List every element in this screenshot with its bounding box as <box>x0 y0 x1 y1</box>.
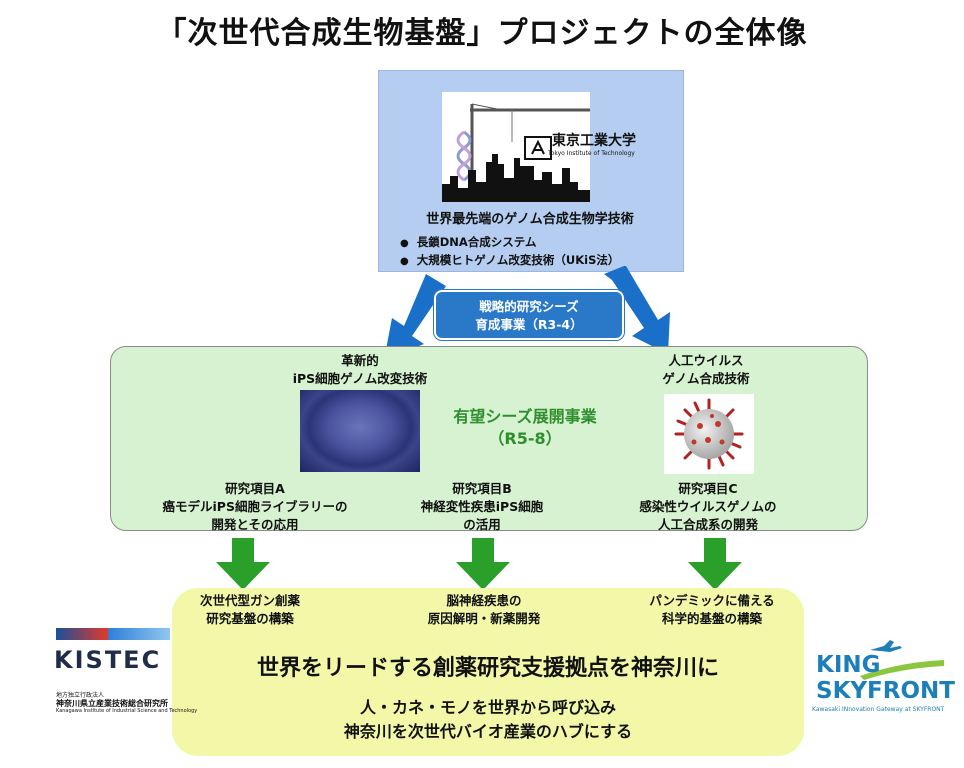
kistec-org-name: 神奈川県立産業技術総合研究所 <box>56 699 168 708</box>
strategic-line1: 戦略的研究シーズ <box>479 299 579 314</box>
kistec-logo-bar <box>56 628 108 640</box>
tokyo-tech-name: 東京工業大学 <box>552 133 636 149</box>
strategic-line2: 育成事業（R3-4） <box>475 317 583 332</box>
bullet-dot-icon: ● <box>400 238 409 249</box>
kistec-logo-bar-right <box>108 628 170 640</box>
bullet-ukis: ●大規模ヒトゲノム改変技術（UKiS法） <box>400 253 620 267</box>
tokyo-tech-name-en: Tokyo Institute of Technology <box>548 150 635 157</box>
virus-heading: 人工ウイルス ゲノム合成技術 <box>662 353 750 386</box>
promising-seeds-title: 有望シーズ展開事業 （R5-8） <box>453 407 597 448</box>
tokyo-tech-emblem-icon <box>524 136 552 160</box>
skyfront-logo-king: KING <box>816 652 881 678</box>
main-slogan: 世界をリードする創薬研究支援拠点を神奈川に <box>256 656 719 681</box>
crane-skyline-icon <box>442 103 590 202</box>
bullet-long-dna: ●長鎖DNA合成システム <box>400 235 537 249</box>
kistec-org-type: 地方独立行政法人 <box>56 692 105 699</box>
tokyo-tech-logo-image <box>442 92 590 202</box>
outcome-pandemic: パンデミックに備える 科学的基盤の構築 <box>649 593 775 626</box>
blue-arrow-left <box>384 274 446 360</box>
blue-arrow-right <box>604 266 670 354</box>
blue-arrows <box>384 266 670 360</box>
page-title: 「次世代合成生物基盤」プロジェクトの全体像 <box>156 16 808 51</box>
skyfront-plane-icon <box>860 640 944 680</box>
ips-heading: 革新的 iPS細胞ゲノム改変技術 <box>292 353 428 386</box>
goal-panel <box>172 588 804 756</box>
green-arrow-b <box>456 538 510 590</box>
outcome-neuro: 脳神経疾患の 原因解明・新薬開発 <box>427 593 541 626</box>
ips-cell-colony-image <box>300 390 420 472</box>
genome-tech-heading: 世界最先端のゲノム合成生物学技術 <box>426 212 634 227</box>
research-item-b: 研究項目B 神経変性疾患iPS細胞 の活用 <box>420 481 544 532</box>
strategic-seeds-badge: 戦略的研究シーズ 育成事業（R3-4） <box>433 289 625 341</box>
kistec-logo-word: KISTEC <box>54 646 162 674</box>
green-arrow-a <box>216 538 270 590</box>
virus-image <box>664 394 754 474</box>
tokyo-tech-emblem <box>520 130 588 166</box>
bullet-dot-icon: ● <box>400 256 409 267</box>
skyfront-logo-skyfront: SKYFRONT <box>816 678 955 704</box>
research-item-c: 研究項目C 感染性ウイルスゲノムの 人工合成系の開発 <box>639 481 777 532</box>
research-item-a: 研究項目A 癌モデルiPS細胞ライブラリーの 開発とその応用 <box>162 481 348 532</box>
virus-icon <box>674 398 744 470</box>
skyfront-tagline: Kawasaki INnovation Gateway at SKYFRONT <box>812 706 945 713</box>
outcome-cancer: 次世代型ガン創薬 研究基盤の構築 <box>199 593 300 626</box>
sub-slogan: 人・カネ・モノを世界から呼び込み 神奈川を次世代バイオ産業のハブにする <box>343 698 633 741</box>
kistec-org-name-en: Kanagawa Institute of Industrial Science… <box>56 708 198 714</box>
green-arrow-c <box>688 538 742 590</box>
